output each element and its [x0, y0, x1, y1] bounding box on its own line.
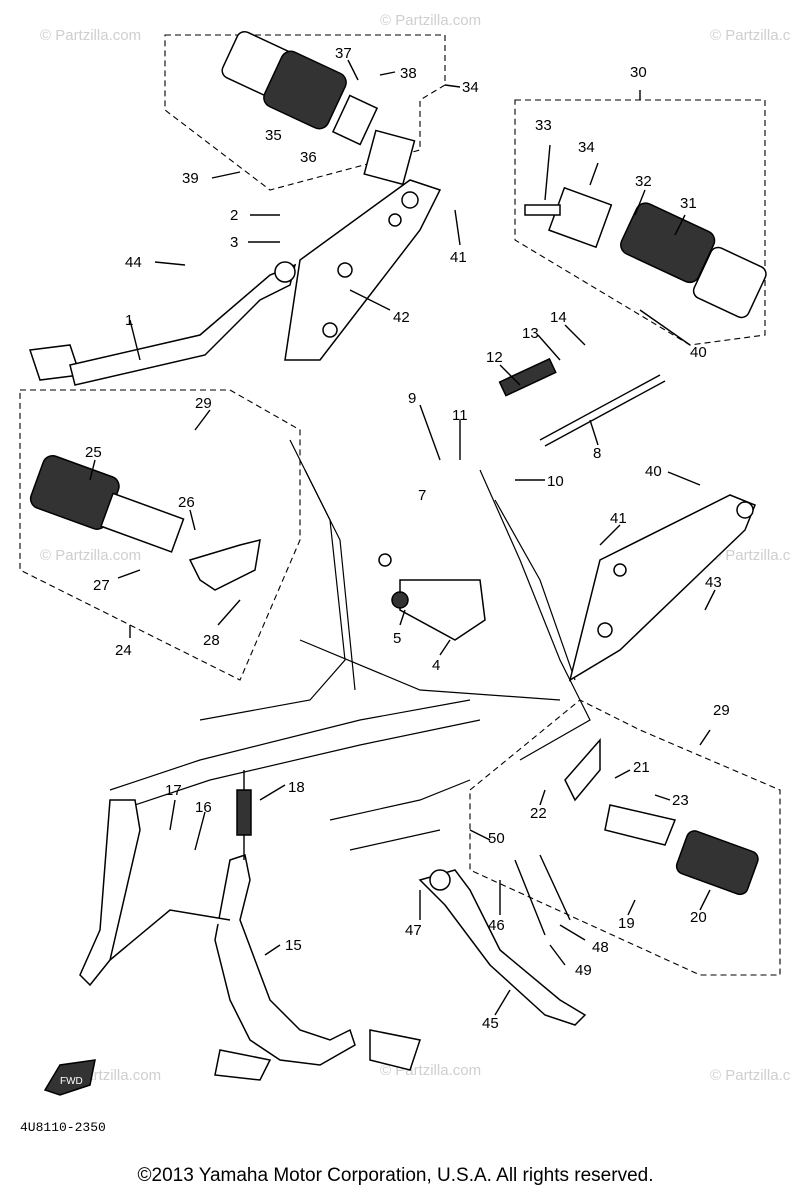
callout-31: 31 — [680, 195, 697, 212]
part-shaft-8 — [498, 357, 666, 447]
copyright-notice: ©2013 Yamaha Motor Corporation, U.S.A. A… — [137, 1165, 654, 1186]
callout-39: 38 — [400, 65, 417, 82]
callout-47: 47 — [405, 922, 422, 939]
callout-20: 20 — [690, 909, 707, 926]
watermark: © Partzilla.com — [380, 12, 481, 29]
callout-13: 13 — [522, 325, 539, 342]
callouts: 37 38 34 35 36 39 2 3 44 1 41 42 30 33 3… — [85, 45, 730, 1032]
part-footrest-19 — [564, 738, 759, 896]
part-bracket-43 — [284, 179, 442, 361]
callout-23: 23 — [672, 792, 689, 809]
callout-19: 19 — [618, 915, 635, 932]
part-bracket-42 — [568, 494, 756, 682]
callout-28: 28 — [203, 632, 220, 649]
callout-44: 44 — [125, 254, 142, 271]
callout-18: 18 — [288, 779, 305, 796]
callout-34: 34 — [578, 139, 595, 156]
callout-44b: 43 — [705, 574, 722, 591]
callout-48: 48 — [592, 939, 609, 956]
callout-7: 7 — [418, 487, 426, 504]
callout-41: 41 — [450, 249, 467, 266]
callout-43: 42 — [393, 309, 410, 326]
group-box-24 — [19, 389, 301, 681]
callout-49: 49 — [575, 962, 592, 979]
callout-40b: 40 — [690, 344, 707, 361]
callout-9: 9 — [408, 390, 416, 407]
callout-30: 30 — [630, 64, 647, 81]
part-footrest-30 — [524, 186, 767, 319]
watermark: © Partzilla.com — [710, 547, 791, 564]
watermark: © Partzilla.com — [710, 27, 791, 44]
callout-14: 14 — [550, 309, 567, 326]
callout-38: 37 — [335, 45, 352, 62]
callout-26: 26 — [178, 494, 195, 511]
group-boxes — [19, 34, 781, 976]
callout-37: 36 — [300, 149, 317, 166]
callout-17: 17 — [165, 782, 182, 799]
part-footrest-35 — [221, 30, 416, 186]
callout-32: 32 — [635, 173, 652, 190]
group-box-30 — [514, 99, 766, 346]
callout-40: 39 — [182, 170, 199, 187]
callout-2: 2 — [230, 207, 238, 224]
callout-29: 29 — [195, 395, 212, 412]
group-box-35 — [164, 34, 446, 191]
document-code: 4U8110-2350 — [20, 1120, 106, 1135]
watermark-layer: © Partzilla.com © Partzilla.com © Partzi… — [40, 12, 791, 1084]
part-sidestand-45 — [418, 854, 587, 1026]
callout-11: 11 — [452, 407, 468, 424]
group-box-19 — [469, 699, 781, 976]
callout-36: 35 — [265, 127, 282, 144]
watermark: © Partzilla.com — [40, 547, 141, 564]
callout-8: 8 — [593, 445, 601, 462]
watermark: © Partzilla.com — [710, 1067, 791, 1084]
callout-25: 25 — [85, 444, 102, 461]
callout-41b: 40 — [645, 463, 662, 480]
callout-33: 33 — [535, 117, 552, 134]
callout-46: 46 — [488, 917, 505, 934]
callout-4: 4 — [432, 657, 440, 674]
frame-outline — [109, 439, 591, 851]
fwd-label: FWD — [60, 1076, 83, 1087]
part-centerstand-15 — [79, 799, 421, 1081]
callout-5: 5 — [393, 630, 401, 647]
callout-24: 24 — [115, 642, 132, 659]
callout-50: 50 — [488, 830, 505, 847]
callout-21: 21 — [633, 759, 650, 776]
callout-27: 27 — [93, 577, 110, 594]
callout-10: 10 — [547, 473, 564, 490]
watermark: © Partzilla.com — [40, 27, 141, 44]
callout-35: 34 — [462, 79, 479, 96]
part-pivot-4-5 — [378, 553, 486, 641]
callout-45: 45 — [482, 1015, 499, 1032]
callout-29b: 29 — [713, 702, 730, 719]
callout-22: 22 — [530, 805, 547, 822]
part-brake-pedal-1 — [28, 261, 297, 386]
callout-12: 12 — [486, 349, 503, 366]
part-spring-18 — [236, 770, 252, 860]
callout-42: 41 — [610, 510, 627, 527]
callout-1: 1 — [125, 312, 133, 329]
callout-3: 3 — [230, 234, 238, 251]
part-fwd-arrow: FWD — [43, 1059, 96, 1096]
part-footrest-24 — [29, 455, 261, 591]
leader-lines — [89, 59, 716, 1016]
callout-15: 15 — [285, 937, 302, 954]
callout-16: 16 — [195, 799, 212, 816]
